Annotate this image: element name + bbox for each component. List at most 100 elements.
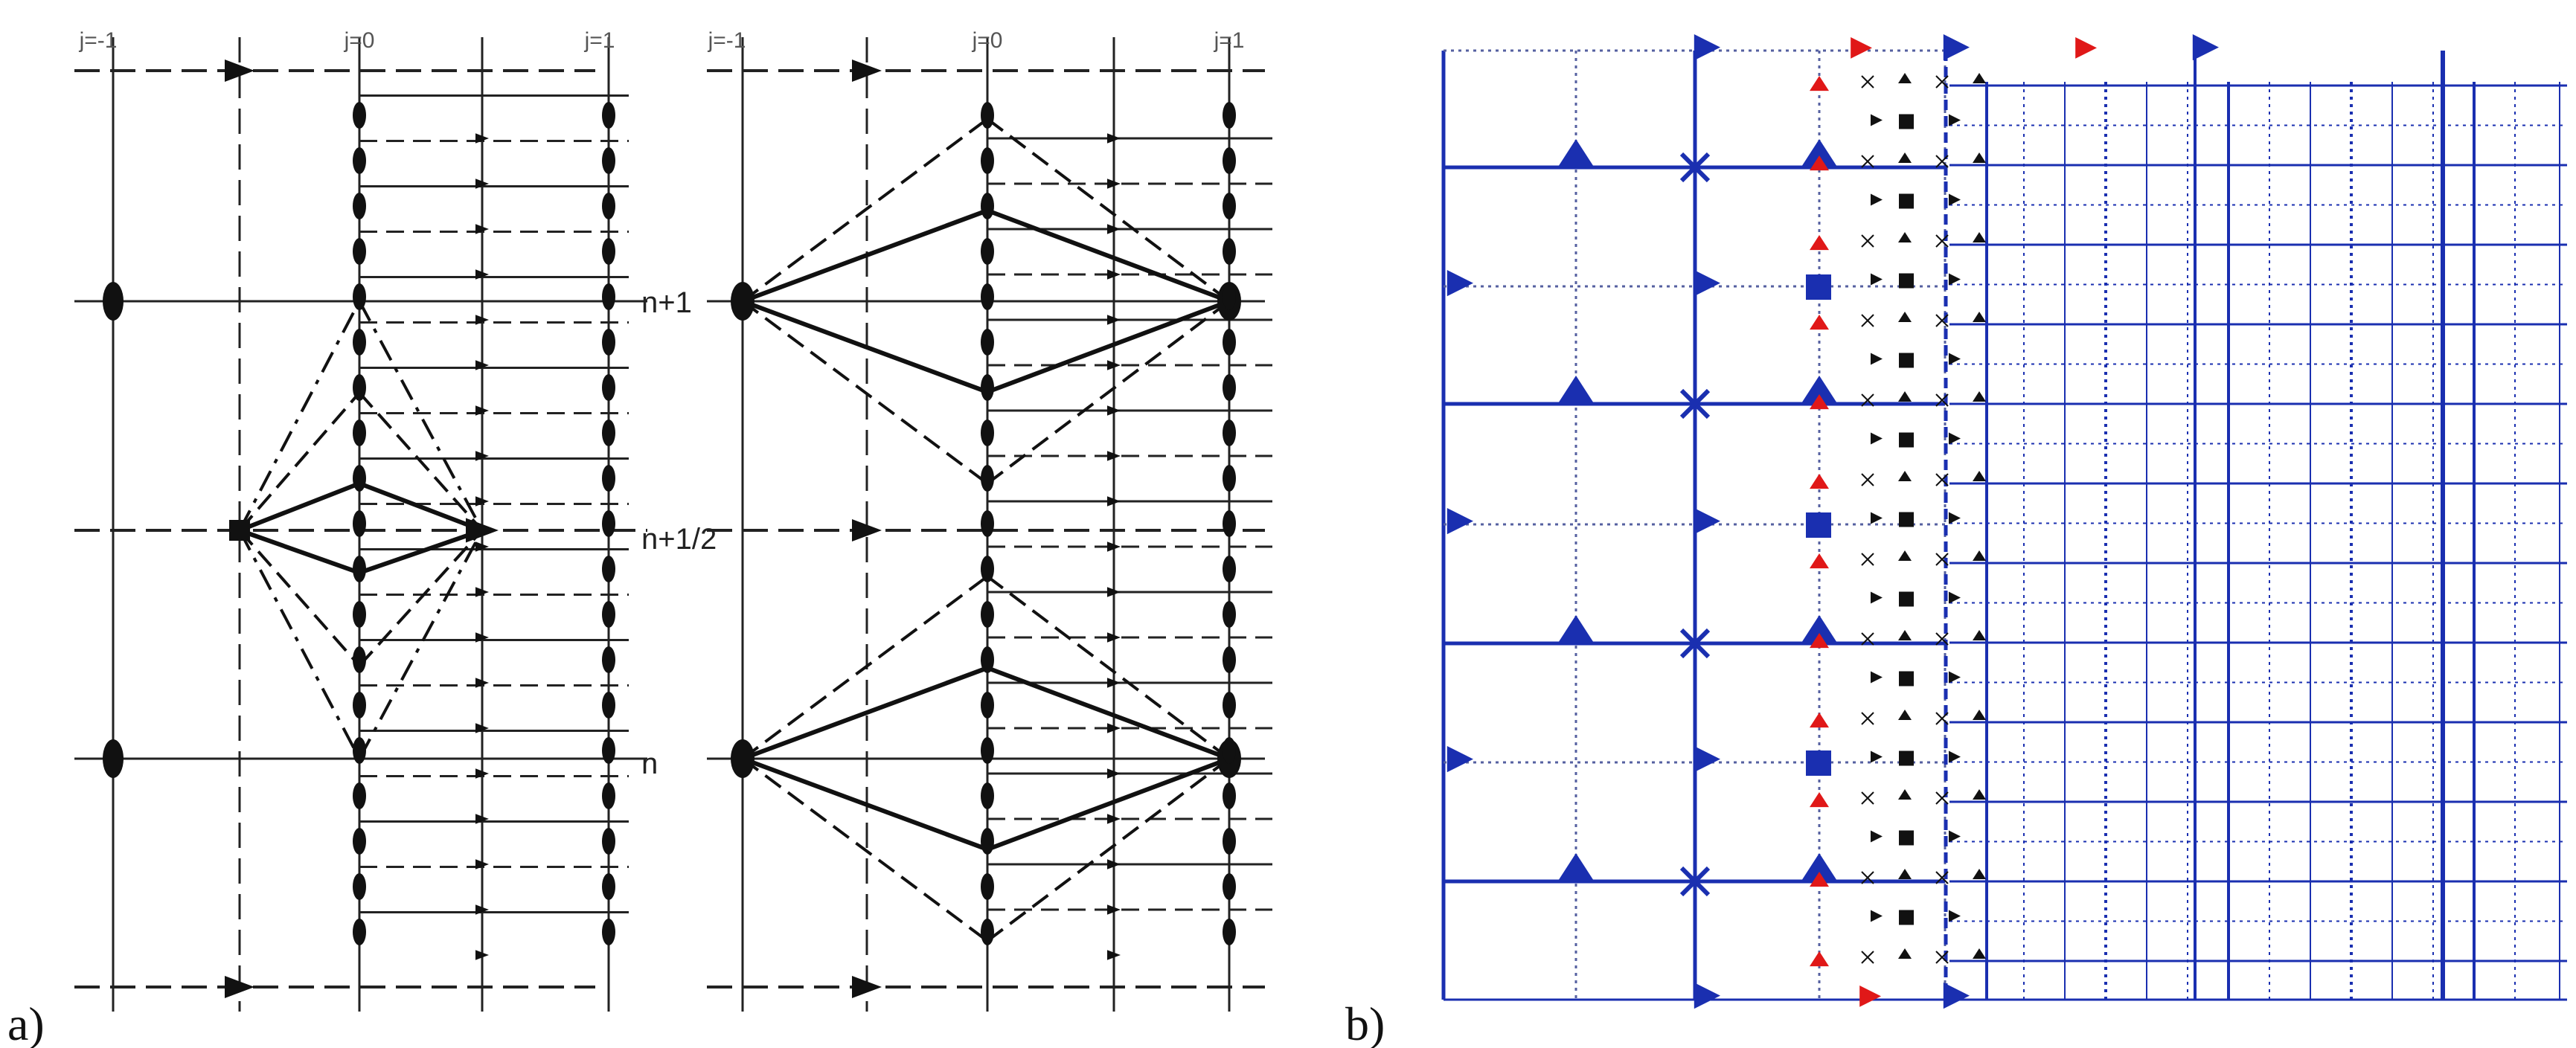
stencil-line-dashdot <box>238 300 361 531</box>
fine-square <box>1899 432 1914 448</box>
coarse-cross <box>1679 388 1711 419</box>
fine-arrow <box>1107 904 1121 915</box>
fine-node <box>981 556 994 582</box>
fine-arrow <box>475 723 489 733</box>
fine-arrow <box>475 950 489 960</box>
fine-node <box>602 919 615 945</box>
cross-stroke <box>1935 155 1949 168</box>
fine-triangle <box>1898 152 1912 163</box>
interface-triangle <box>1810 633 1829 649</box>
fine-node <box>353 283 366 310</box>
fine-cross <box>1861 871 1874 884</box>
stencil-line-dashed <box>238 529 361 667</box>
fine-node <box>981 329 994 356</box>
cross-stroke <box>1679 628 1711 659</box>
coarse-square <box>1806 750 1831 776</box>
cross-stroke <box>1861 393 1874 407</box>
fine-cross <box>1861 473 1874 486</box>
fine-node <box>602 102 615 129</box>
fine-node <box>1223 419 1236 446</box>
fine-node <box>981 510 994 537</box>
fine-node <box>1223 782 1236 809</box>
cross-stroke <box>1861 75 1874 89</box>
fine-cross <box>1935 234 1949 248</box>
cross-stroke <box>1935 234 1949 248</box>
fine-node <box>602 510 615 537</box>
fine-triangle <box>1973 232 1986 242</box>
fine-triangle <box>1973 73 1986 83</box>
fine-node <box>981 692 994 719</box>
coarse-cross <box>1679 152 1711 183</box>
interface-flag <box>2075 37 2097 59</box>
fine-arrow <box>475 496 489 507</box>
stencil-line-dashed <box>986 575 1231 760</box>
fine-node <box>602 601 615 628</box>
stencil-line <box>986 208 1231 303</box>
fine-node <box>981 919 994 945</box>
mesh-markers-b <box>1446 34 2219 1009</box>
fine-arrow <box>1107 224 1121 234</box>
fine-arrow <box>1107 541 1121 552</box>
fine-arrow <box>1107 496 1121 507</box>
coarse-square <box>1806 512 1831 538</box>
fine-arrow <box>1107 723 1121 733</box>
interface-flag <box>1859 986 1881 1007</box>
fine-node <box>981 737 994 764</box>
fine-node <box>1223 510 1236 537</box>
cross-stroke <box>1935 553 1949 566</box>
fine-square <box>1899 512 1914 527</box>
fine-flag <box>1871 671 1883 684</box>
fine-triangle <box>1973 391 1986 402</box>
fine-arrow <box>475 405 489 416</box>
fine-node <box>353 147 366 174</box>
fine-square <box>1899 353 1914 368</box>
fine-flag <box>1871 432 1883 445</box>
flux-arrow <box>852 976 882 998</box>
fine-arrow <box>1107 950 1121 960</box>
cross-stroke <box>1861 553 1874 566</box>
fine-flag <box>1871 750 1883 763</box>
fine-node <box>1223 828 1236 855</box>
interface-triangle <box>1810 474 1829 489</box>
fine-node <box>602 238 615 265</box>
fine-cross <box>1935 632 1949 646</box>
fine-node <box>602 465 615 492</box>
fine-node <box>353 828 366 855</box>
cross-stroke <box>1935 951 1949 964</box>
col-label-right-jm1: j=-1 <box>708 28 746 53</box>
fine-node <box>981 374 994 401</box>
fine-triangle <box>1898 232 1912 242</box>
fine-cross <box>1861 951 1874 964</box>
fine-arrow <box>1107 133 1121 144</box>
stencil-lines-a <box>238 118 1231 942</box>
fine-arrow <box>1107 269 1121 280</box>
flux-arrow <box>466 518 499 543</box>
panel-label-b: b) <box>1345 997 1385 1048</box>
panel-label-a: a) <box>7 997 45 1048</box>
coarse-triangle <box>1557 376 1595 406</box>
fine-node <box>1223 329 1236 356</box>
cross-stroke <box>1861 951 1874 964</box>
interface-triangle <box>1810 553 1829 569</box>
fine-square <box>1899 591 1914 607</box>
fine-node <box>1223 147 1236 174</box>
fine-arrow <box>475 315 489 325</box>
fine-arrow <box>475 360 489 370</box>
fine-triangle <box>1898 869 1912 879</box>
fine-flag <box>1949 114 1961 126</box>
stencil-line <box>986 666 1231 761</box>
fine-triangle <box>1973 471 1986 481</box>
fine-node <box>981 238 994 265</box>
cross-stroke <box>1935 314 1949 327</box>
fine-node <box>981 646 994 673</box>
grid-markers-a <box>103 60 1241 998</box>
flux-arrow <box>852 519 882 541</box>
stencil-line-dashed <box>238 391 361 532</box>
fine-triangle <box>1973 710 1986 720</box>
fine-node <box>602 193 615 219</box>
fine-cross <box>1861 393 1874 407</box>
fine-arrow <box>1107 315 1121 325</box>
col-label-right-j1: j=1 <box>1214 28 1245 53</box>
fine-cross <box>1861 155 1874 168</box>
coarse-flag <box>1943 34 1970 61</box>
